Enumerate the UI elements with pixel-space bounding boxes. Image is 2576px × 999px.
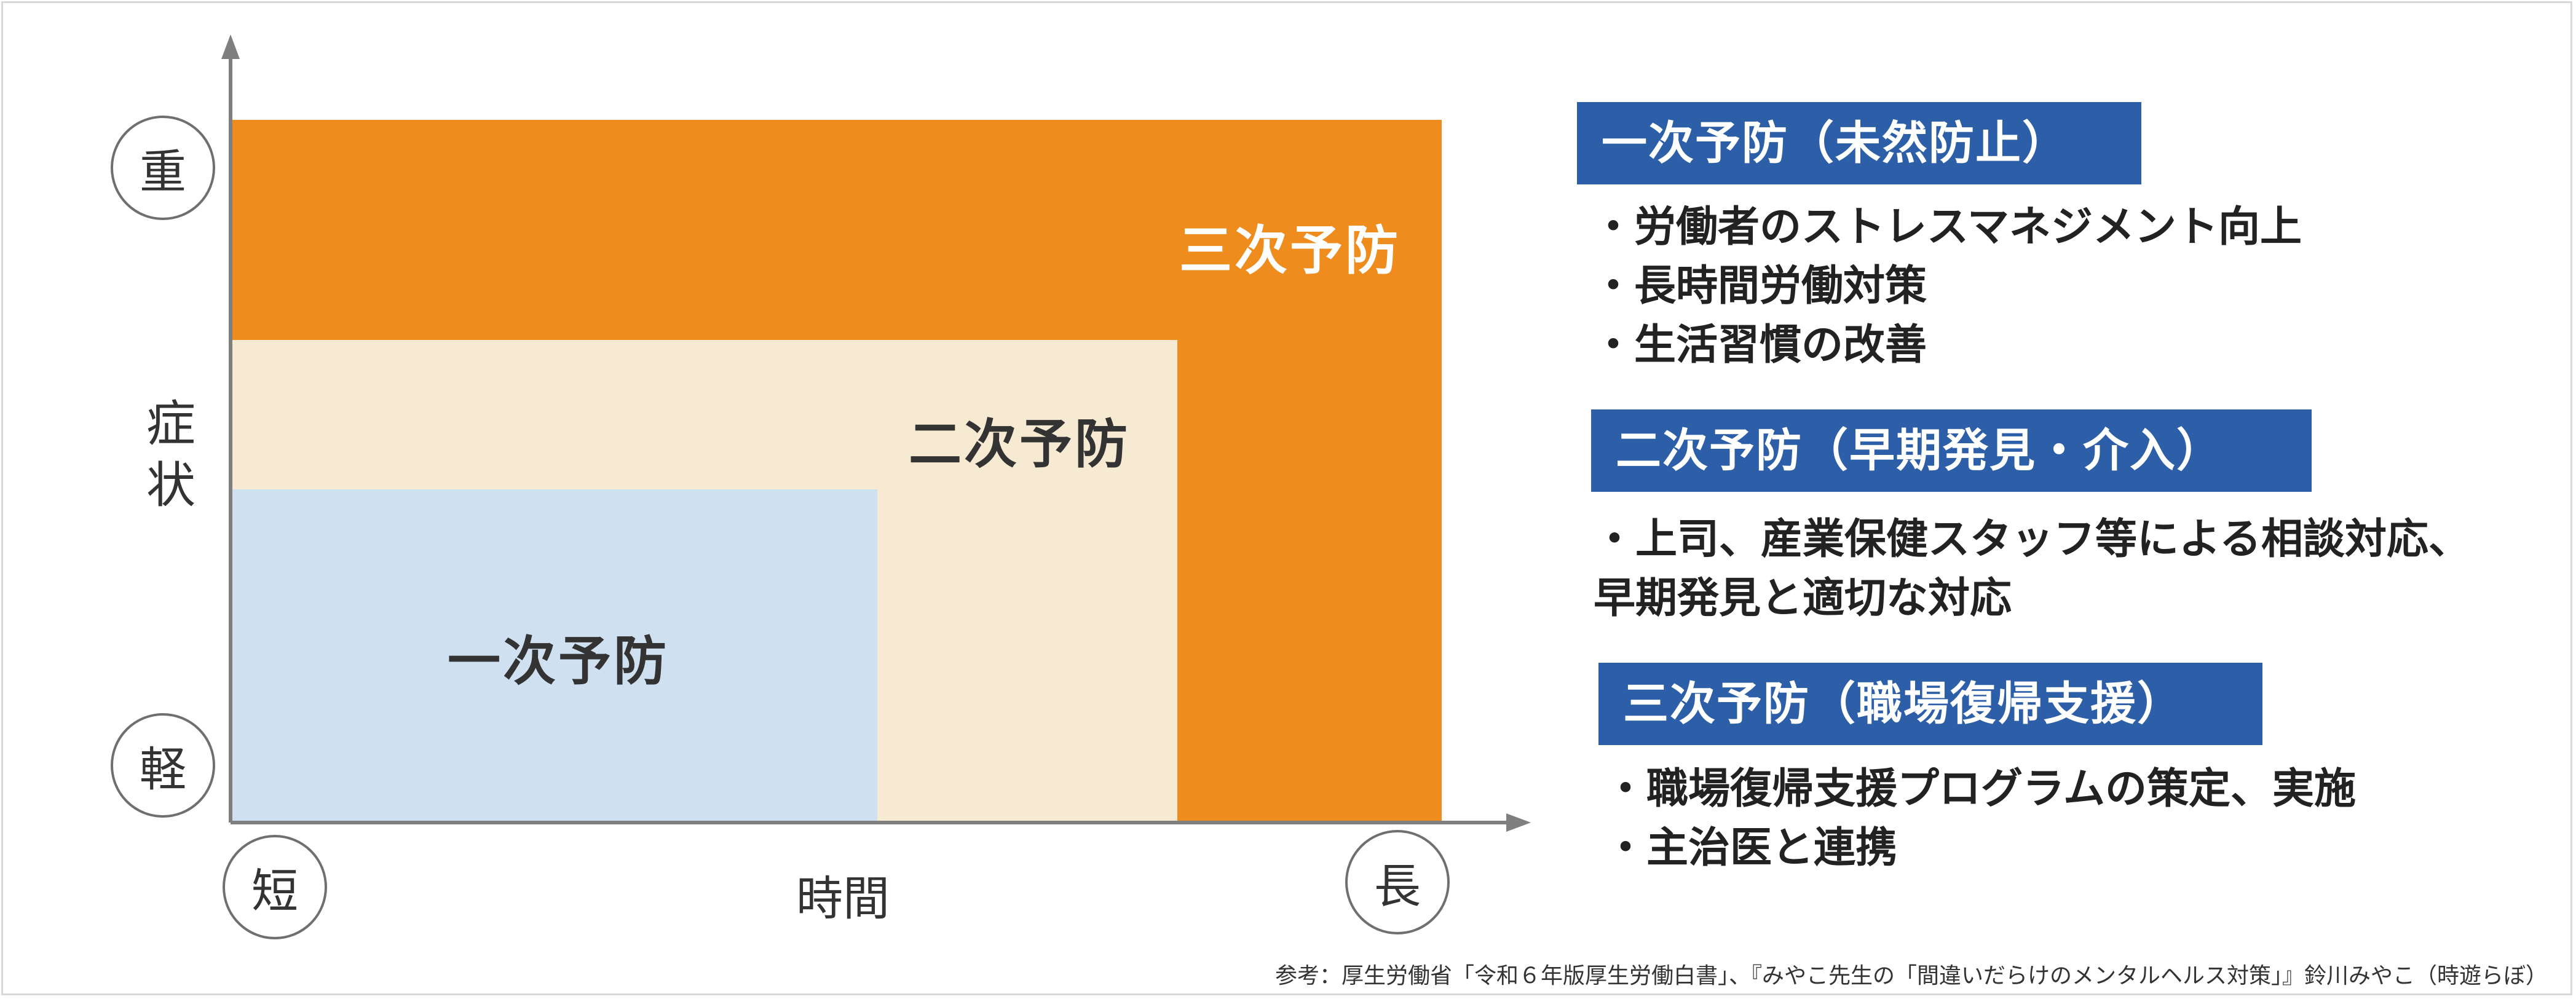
secondary-prevention-list: ・上司、産業保健スタッフ等による相談対応、 早期発見と適切な対応 bbox=[1594, 510, 2470, 628]
x-axis-arrowhead bbox=[1506, 813, 1531, 832]
primary-prevention-list: ・労働者のストレスマネジメント向上 ・長時間労働対策 ・生活習慣の改善 bbox=[1592, 198, 2302, 375]
y-axis-title-char-1: 症 bbox=[146, 395, 196, 452]
y-axis-title-char-2: 状 bbox=[146, 457, 196, 514]
list-item: 早期発見と適切な対応 bbox=[1594, 574, 2012, 623]
severity-high-marker: 重 bbox=[111, 116, 215, 220]
primary-zone-label: 一次予防 bbox=[448, 631, 669, 692]
severity-low-marker: 軽 bbox=[111, 713, 215, 818]
list-item: ・長時間労働対策 bbox=[1592, 262, 1927, 310]
primary-prevention-heading: 一次予防（未然防止） bbox=[1577, 102, 2141, 184]
primary-zone bbox=[231, 489, 877, 823]
list-item: ・上司、産業保健スタッフ等による相談対応、 bbox=[1594, 515, 2470, 564]
list-item: ・生活習慣の改善 bbox=[1592, 321, 1927, 369]
list-item: ・主治医と連携 bbox=[1605, 824, 1898, 872]
time-short-marker: 短 bbox=[223, 835, 327, 939]
secondary-zone-label: 二次予防 bbox=[909, 414, 1130, 475]
secondary-prevention-heading: 二次予防（早期発見・介入） bbox=[1591, 409, 2312, 492]
list-item: ・労働者のストレスマネジメント向上 bbox=[1592, 203, 2302, 251]
x-axis-title: 時間 bbox=[796, 871, 890, 926]
time-long-marker: 長 bbox=[1345, 830, 1450, 934]
tertiary-zone-label: 三次予防 bbox=[1179, 220, 1401, 282]
tertiary-prevention-list: ・職場復帰支援プログラムの策定、実施 ・主治医と連携 bbox=[1605, 760, 2356, 878]
y-axis-arrowhead bbox=[221, 34, 240, 59]
list-item: ・職場復帰支援プログラムの策定、実施 bbox=[1605, 765, 2356, 813]
reference-note: 参考：厚生労働省「令和６年版厚生労働白書」、『みやこ先生の「間違いだらけのメンタ… bbox=[1274, 963, 2548, 989]
tertiary-prevention-heading: 三次予防（職場復帰支援） bbox=[1598, 663, 2262, 745]
y-axis-title: 症 状 bbox=[140, 393, 202, 516]
